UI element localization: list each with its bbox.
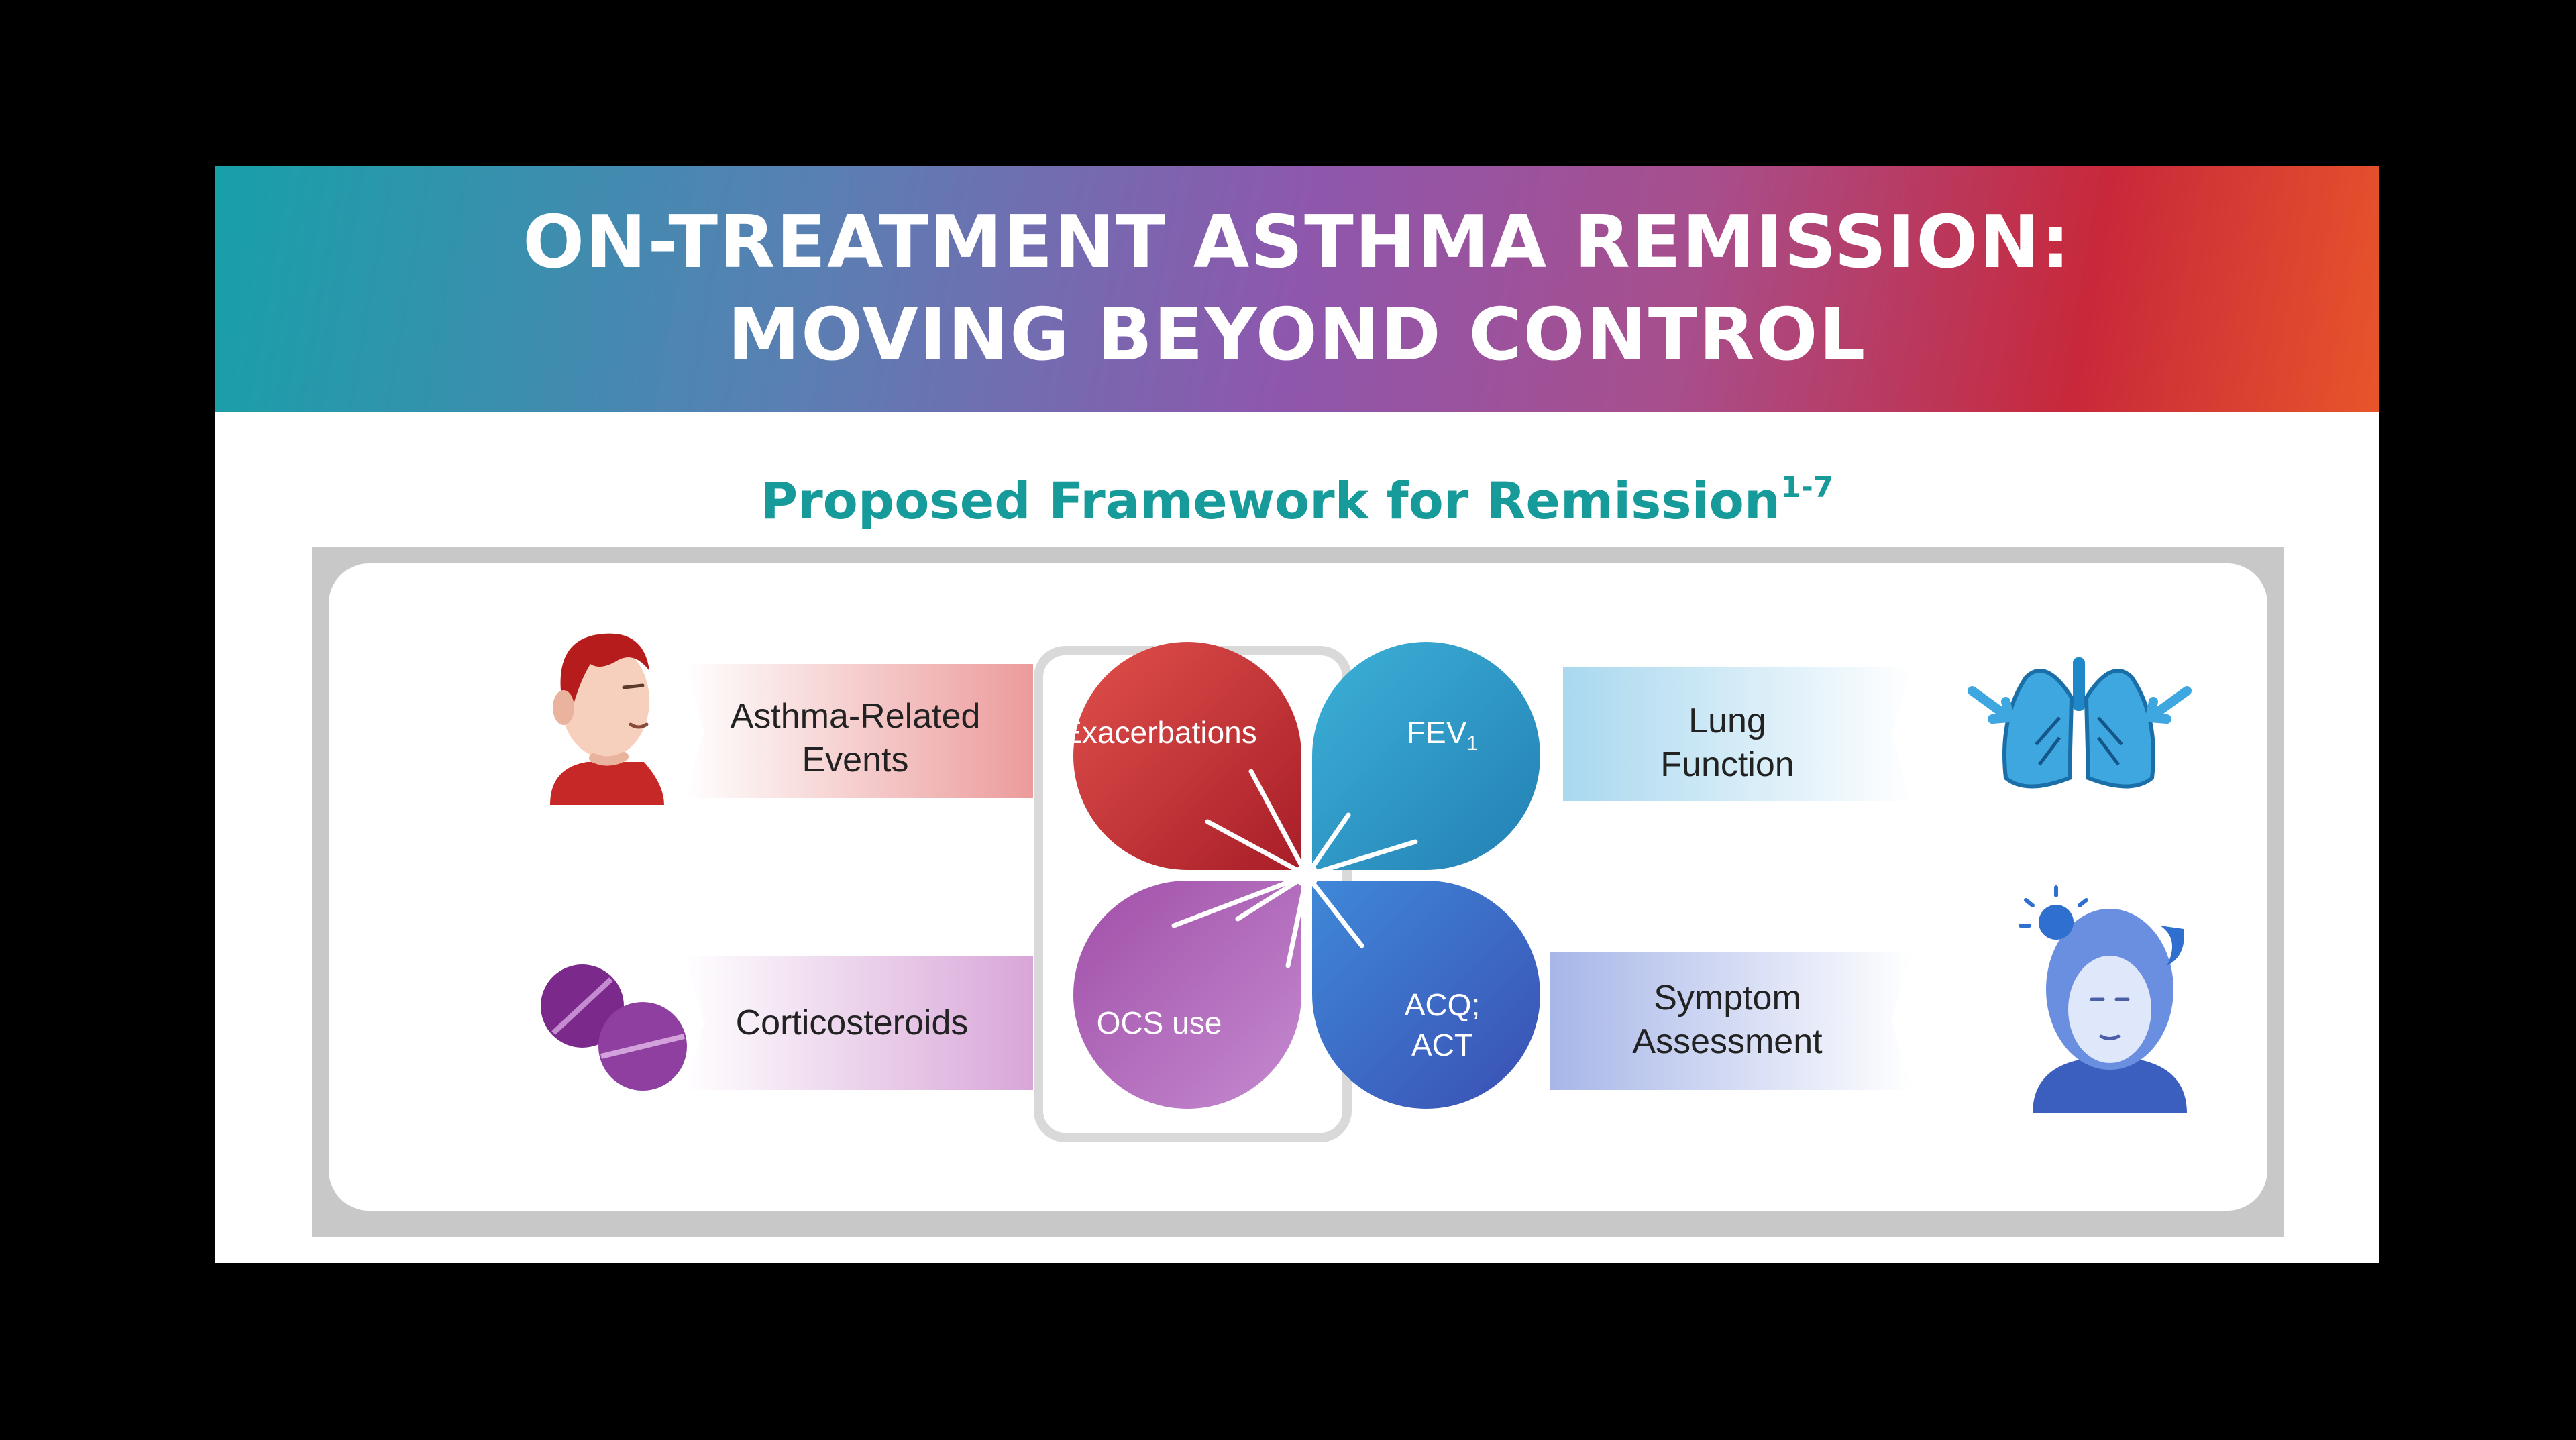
function-label: Function bbox=[1660, 745, 1794, 784]
fev1-petal bbox=[1312, 642, 1540, 870]
lung-label: Lung bbox=[1688, 702, 1766, 740]
subtitle-text: Proposed Framework for Remission bbox=[760, 471, 1780, 531]
coughing-person-icon bbox=[550, 633, 664, 805]
acq-act-petal bbox=[1312, 881, 1540, 1109]
center-burst bbox=[1171, 769, 1418, 968]
slide: ON-TREATMENT ASTHMA REMISSION: MOVING BE… bbox=[215, 166, 2379, 1263]
corticosteroids-label: Corticosteroids bbox=[736, 1003, 969, 1042]
events-label: Events bbox=[802, 740, 909, 779]
events-arrow-band bbox=[684, 664, 1033, 798]
remission-framework-diagram: Exacerbations FEV1 OCS use ACQ; ACT Asth… bbox=[541, 633, 2192, 1142]
symptom-arrow-band bbox=[1550, 952, 1912, 1090]
center-glow bbox=[1295, 863, 1319, 887]
assessment-label: Assessment bbox=[1632, 1022, 1823, 1061]
ocs-use-petal bbox=[1073, 881, 1301, 1109]
diagram-panel: Exacerbations FEV1 OCS use ACQ; ACT Asth… bbox=[329, 563, 2267, 1211]
title-line-2: MOVING BEYOND CONTROL bbox=[727, 292, 1867, 377]
symptom-label: Symptom bbox=[1654, 979, 1801, 1017]
lungs-icon bbox=[1968, 657, 2192, 789]
exacerbations-petal bbox=[1073, 642, 1301, 870]
pills-icon bbox=[541, 964, 687, 1091]
lung-arrow-band bbox=[1563, 667, 1912, 801]
fev1-label: FEV1 bbox=[1407, 715, 1478, 755]
acq-label: ACQ; bbox=[1405, 987, 1480, 1022]
head-symptoms-icon bbox=[2019, 885, 2187, 1113]
act-label: ACT bbox=[1411, 1028, 1473, 1062]
diagram-frame: Exacerbations FEV1 OCS use ACQ; ACT Asth… bbox=[312, 547, 2284, 1237]
corticosteroids-arrow-band bbox=[684, 956, 1033, 1090]
title-line-1: ON-TREATMENT ASTHMA REMISSION: bbox=[523, 200, 2072, 284]
subtitle-reference: 1-7 bbox=[1780, 470, 1834, 504]
exacerbations-label: Exacerbations bbox=[1061, 715, 1257, 750]
framework-subtitle: Proposed Framework for Remission1-7 bbox=[215, 454, 2379, 535]
ocs-use-label: OCS use bbox=[1097, 1005, 1222, 1040]
title-banner: ON-TREATMENT ASTHMA REMISSION: MOVING BE… bbox=[215, 166, 2379, 412]
asthma-related-label: Asthma-Related bbox=[731, 697, 981, 736]
